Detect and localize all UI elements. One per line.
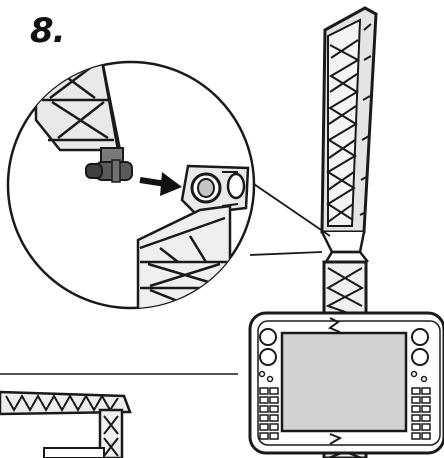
display-screen xyxy=(280,331,408,433)
step-number: 8. xyxy=(30,11,66,51)
lower-left-truss-assembly xyxy=(0,373,238,458)
right-dial-bottom xyxy=(411,348,429,366)
detail-magnifier xyxy=(6,60,256,310)
right-button-grid xyxy=(411,387,431,440)
display-panel xyxy=(248,311,444,455)
right-arrow-icon xyxy=(139,172,182,196)
left-dial-top xyxy=(259,328,277,346)
callout-leader-top xyxy=(244,177,331,237)
coupling-socket-icon xyxy=(180,164,250,216)
mast-junction xyxy=(320,231,369,263)
callout-leader-bottom xyxy=(249,251,323,256)
upper-mast-truss xyxy=(320,6,378,234)
right-dial-top xyxy=(411,328,429,346)
connector-pin-icon xyxy=(85,159,133,183)
left-button-grid xyxy=(259,387,279,440)
left-dial-bottom xyxy=(259,348,277,366)
